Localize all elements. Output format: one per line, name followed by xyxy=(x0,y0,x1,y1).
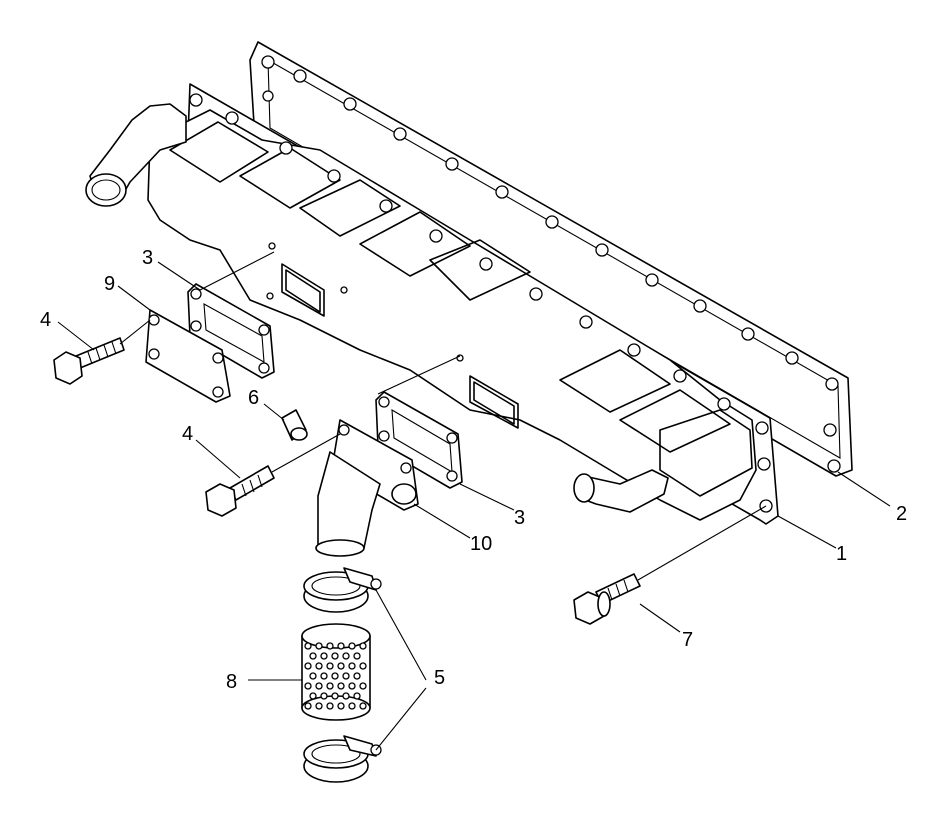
callout-10: 10 xyxy=(470,533,492,555)
hose-perforation xyxy=(331,672,339,680)
hose-perforation xyxy=(315,702,323,710)
hose-perforation xyxy=(359,662,367,670)
elbow-connector xyxy=(315,419,419,557)
hose-perforation xyxy=(331,652,339,660)
callout-8: 8 xyxy=(226,671,237,693)
hose-perforation xyxy=(326,662,334,670)
flange-bolt xyxy=(573,505,767,625)
callout-9: 9 xyxy=(104,273,115,295)
hose-perforation xyxy=(326,642,334,650)
callout-labels: 1 2 3 3 4 4 5 6 7 8 9 10 xyxy=(40,247,907,693)
hose-perforation xyxy=(326,682,334,690)
bolt-lower xyxy=(205,433,341,517)
exhaust-manifold xyxy=(85,83,779,525)
hose-perforation xyxy=(348,702,356,710)
hose-perforation xyxy=(353,692,361,700)
callout-5: 5 xyxy=(434,667,445,689)
hose-perforation xyxy=(359,702,367,710)
hose-perforation xyxy=(353,652,361,660)
plug xyxy=(281,409,308,441)
hose-perforation xyxy=(342,672,350,680)
callout-3-upper: 3 xyxy=(142,247,153,269)
hose-perforation xyxy=(342,652,350,660)
hose-perforation xyxy=(304,642,312,650)
hose-perforation xyxy=(348,662,356,670)
hose-perforation xyxy=(320,652,328,660)
hose-perforation xyxy=(315,682,323,690)
hose-perforation xyxy=(309,672,317,680)
hose-perforation xyxy=(337,702,345,710)
callout-4-lower: 4 xyxy=(182,423,193,445)
hose-perforation xyxy=(353,672,361,680)
hose-clamp-upper xyxy=(303,567,382,613)
hose-perforation xyxy=(304,702,312,710)
callout-3-lower: 3 xyxy=(514,507,525,529)
cover-gasket-upper xyxy=(187,283,275,379)
hose-perforation xyxy=(304,662,312,670)
cover-gasket-lower xyxy=(375,391,463,489)
bolt-upper xyxy=(53,319,151,385)
hose-perforation xyxy=(359,682,367,690)
hose-perforation xyxy=(315,642,323,650)
hose-perforation xyxy=(337,682,345,690)
hose-perforation xyxy=(348,682,356,690)
hose-perforation xyxy=(315,662,323,670)
hose-perforation xyxy=(304,682,312,690)
callout-2: 2 xyxy=(896,503,907,525)
cover-plate xyxy=(145,309,231,403)
hose-perforation xyxy=(342,692,350,700)
hose-perforation xyxy=(309,652,317,660)
callout-7: 7 xyxy=(682,629,693,651)
leader-lines xyxy=(57,251,891,751)
callout-1: 1 xyxy=(836,543,847,565)
hose-perforation xyxy=(326,702,334,710)
hose-perforation xyxy=(337,662,345,670)
hose-perforation xyxy=(331,692,339,700)
hose-perforation xyxy=(337,642,345,650)
callout-4-upper: 4 xyxy=(40,309,51,331)
hose-perforation xyxy=(359,642,367,650)
hose-perforation xyxy=(320,672,328,680)
hose-clamp-lower xyxy=(303,735,382,783)
manifold-gasket xyxy=(249,41,853,477)
callout-6: 6 xyxy=(248,387,259,409)
hose-perforation xyxy=(348,642,356,650)
hose-perforation xyxy=(309,692,317,700)
perforated-hose xyxy=(301,623,371,721)
gasket-bolt-holes xyxy=(261,55,841,473)
hose-perforation xyxy=(320,692,328,700)
